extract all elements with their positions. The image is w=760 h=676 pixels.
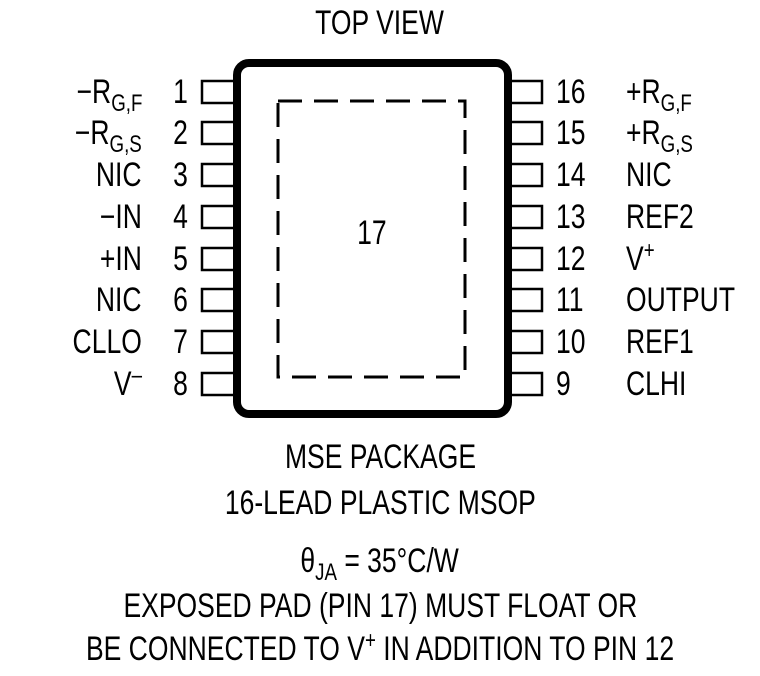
pin-name: +IN (99, 240, 142, 278)
pin-name: V+ (626, 237, 655, 279)
exposed-pad-note-line-2: BE CONNECTED TO V+ IN ADDITION TO PIN 12 (85, 627, 675, 669)
pin-name: +RG,F (626, 73, 692, 117)
pin-4: −IN 4 (0, 197, 760, 237)
pin-number: 8 (173, 365, 188, 403)
pin-13: 13 REF2 (0, 197, 760, 237)
diagram-title: TOP VIEW (315, 4, 445, 42)
pin-9: 9 CLHI (0, 364, 760, 404)
pin-number: 10 (556, 323, 586, 361)
pin-5: +IN 5 (0, 239, 760, 279)
pin-number: 3 (173, 156, 188, 194)
pin-number: 1 (173, 73, 188, 111)
pin-number: 9 (556, 365, 571, 403)
pin-name: OUTPUT (626, 281, 736, 319)
pin-11: 11 OUTPUT (0, 280, 760, 320)
pin-number: 12 (556, 240, 586, 278)
pin-2: −RG,S 2 (0, 113, 760, 158)
pin-6: NIC 6 (0, 280, 760, 320)
pin-name: NIC (626, 156, 672, 194)
exposed-pad-number: 17 (357, 214, 387, 252)
pin-number: 11 (556, 281, 584, 319)
pin-name: +RG,S (626, 114, 693, 158)
pin-name: REF2 (626, 198, 694, 236)
pin-name: −RG,F (76, 73, 142, 117)
pin-12: 12 V+ (0, 239, 760, 279)
pin-name: NIC (96, 281, 142, 319)
pin-name: −RG,S (75, 114, 142, 158)
package-name: MSE PACKAGE (284, 438, 476, 476)
thermal-resistance: θJA = 35°C/W (300, 542, 460, 586)
pin-name: CLLO (72, 323, 142, 361)
pin-name: CLHI (626, 365, 687, 403)
package-description: 16-LEAD PLASTIC MSOP (224, 484, 536, 522)
pin-number: 6 (173, 281, 188, 319)
pin-name: −IN (99, 198, 142, 236)
pin-name: V– (113, 362, 142, 404)
pin-number: 7 (173, 323, 188, 361)
pin-10: 10 REF1 (0, 322, 760, 362)
exposed-pad-outline (276, 99, 467, 379)
pin-1: −RG,F 1 (0, 72, 760, 117)
package-outline (200, 59, 544, 418)
pin-name: REF1 (626, 323, 694, 361)
pin-16: 16 +RG,F (0, 72, 760, 117)
pin-14: 14 NIC (0, 155, 760, 195)
pin-number: 15 (556, 114, 586, 152)
pin-3: NIC 3 (0, 155, 760, 195)
pin-number: 5 (173, 240, 188, 278)
pin-7: CLLO 7 (0, 322, 760, 362)
pin-8: V– 8 (0, 364, 760, 404)
exposed-pad-note-line-1: EXPOSED PAD (PIN 17) MUST FLOAT OR (123, 587, 637, 625)
package-body (233, 59, 512, 418)
pin-number: 14 (556, 156, 586, 194)
pin-number: 2 (173, 114, 188, 152)
pin-name: NIC (96, 156, 142, 194)
pin-number: 13 (556, 198, 586, 236)
pin-15: 15 +RG,S (0, 113, 760, 158)
pin-number: 4 (173, 198, 188, 236)
pin-number: 16 (556, 73, 586, 111)
